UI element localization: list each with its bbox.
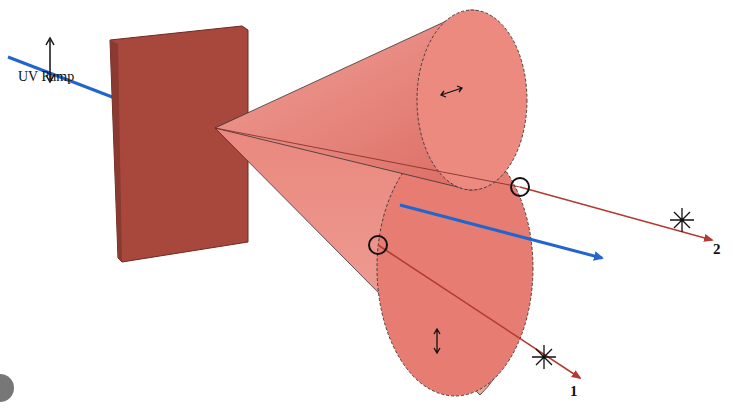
crystal xyxy=(110,26,248,262)
intersection-circle xyxy=(369,236,387,254)
polarization-arrow xyxy=(434,86,462,353)
pump-beam xyxy=(8,57,120,100)
pump-beam-out xyxy=(400,205,602,258)
callout-number: 2 xyxy=(713,242,721,257)
callout-number: 1 xyxy=(570,384,578,399)
photon-ray xyxy=(520,187,712,240)
intersection-circle xyxy=(511,178,529,196)
beam-label: UV Pump xyxy=(18,70,74,84)
upper-cone-rim xyxy=(417,10,527,190)
corner-mark xyxy=(0,374,14,402)
photon-ray xyxy=(378,245,580,378)
unpolarized-symbol xyxy=(532,208,694,369)
